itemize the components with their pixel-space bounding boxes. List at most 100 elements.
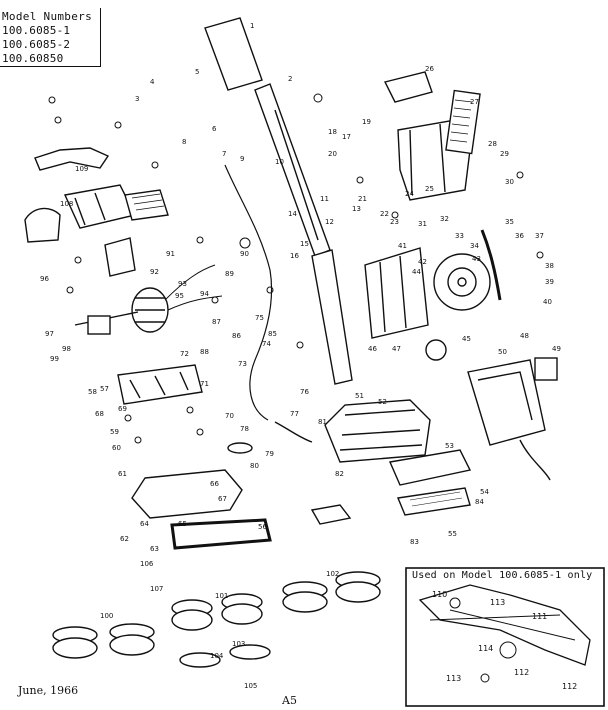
plug-cable [274,421,313,443]
callout-112: 112 [514,668,530,677]
callout-part-60: 60 [112,444,121,452]
callout-part-1: 1 [250,22,255,30]
bearing-disc [425,339,447,361]
callout-part-71: 71 [200,380,209,388]
callout-part-23: 23 [390,218,399,226]
callout-part-107: 107 [150,585,164,593]
callout-part-101: 101 [215,592,229,600]
callout-part-66: 66 [210,480,219,488]
hose-tube [480,229,502,301]
callout-part-28: 28 [488,140,497,148]
callout-part-90: 90 [240,250,249,258]
callout-114: 114 [478,644,494,653]
callout-part-35: 35 [505,218,514,226]
callout-part-11: 11 [320,195,329,203]
instruction-plate [445,89,481,155]
callout-part-48: 48 [520,332,529,340]
callout-part-7: 7 [222,150,227,158]
callout-part-65: 65 [178,520,187,528]
callout-part-82: 82 [335,470,344,478]
callout-part-77: 77 [290,410,299,418]
callout-part-64: 64 [140,520,149,528]
callout-part-73: 73 [238,360,247,368]
callout-part-69: 69 [118,405,127,413]
callout-part-68: 68 [95,410,104,418]
callout-part-19: 19 [362,118,371,126]
model-number-2: 100.6085-2 [2,38,71,51]
model-numbers-title: Model Numbers [2,10,92,23]
bumper-strip [397,487,471,516]
callout-part-33: 33 [455,232,464,240]
callout-part-58: 58 [88,388,97,396]
callout-part-96: 96 [40,275,49,283]
callout-part-87: 87 [212,318,221,326]
callout-part-61: 61 [118,470,127,478]
bearing-block [87,315,111,335]
callout-part-3: 3 [135,95,140,103]
revision-date: June, 1966 [18,684,79,697]
inset-caption: Used on Model 100.6085-1 only [412,570,593,581]
inset-box [405,567,605,707]
callout-part-72: 72 [180,350,189,358]
wire-leads [164,264,223,311]
callout-110: 110 [432,590,448,599]
callout-part-70: 70 [225,412,234,420]
top-bracket [34,147,110,171]
callout-part-34: 34 [470,242,479,250]
front-bumper [389,449,472,486]
callout-part-95: 95 [175,292,184,300]
callout-part-93: 93 [178,280,187,288]
callout-part-42: 42 [418,258,427,266]
callout-part-37: 37 [535,232,544,240]
callout-part-78: 78 [240,425,249,433]
callout-part-105: 105 [244,682,258,690]
callout-part-45: 45 [462,335,471,343]
power-cord [224,164,273,421]
callout-part-22: 22 [380,210,389,218]
callout-part-16: 16 [290,252,299,260]
callout-part-38: 38 [545,262,554,270]
callout-part-80: 80 [250,462,259,470]
callout-part-100: 100 [100,612,114,620]
callout-113: 113 [490,598,506,607]
callout-113b: 113 [446,674,462,683]
callout-part-14: 14 [288,210,297,218]
callout-part-5: 5 [195,68,200,76]
callout-part-104: 104 [210,652,224,660]
callout-part-4: 4 [150,78,155,86]
callout-part-74: 74 [262,340,271,348]
callout-part-25: 25 [425,185,434,193]
callout-part-30: 30 [505,178,514,186]
model-numbers-box [0,8,101,67]
callout-part-103: 103 [232,640,246,648]
page-code: A5 [282,694,297,707]
callout-part-40: 40 [543,298,552,306]
callout-part-89: 89 [225,270,234,278]
callout-part-81: 81 [318,418,327,426]
callout-part-29: 29 [500,150,509,158]
callout-part-83: 83 [410,538,419,546]
callout-part-57: 57 [100,385,109,393]
brush-set [52,571,381,668]
callout-part-67: 67 [218,495,227,503]
callout-part-36: 36 [515,232,524,240]
callout-part-46: 46 [368,345,377,353]
power-cord-right [519,439,551,481]
callout-part-108: 108 [60,200,74,208]
callout-part-76: 76 [300,388,309,396]
cord-plug [227,442,253,454]
callout-part-44: 44 [412,268,421,276]
callout-111: 111 [532,612,548,621]
callout-part-39: 39 [545,278,554,286]
callout-part-91: 91 [166,250,175,258]
callout-part-102: 102 [326,570,340,578]
small-square-cap [534,357,558,381]
callout-112b: 112 [562,682,578,691]
grill-plate [124,189,169,221]
callout-part-17: 17 [342,133,351,141]
callout-part-106: 106 [140,560,154,568]
callout-part-13: 13 [352,205,361,213]
callout-part-98: 98 [62,345,71,353]
